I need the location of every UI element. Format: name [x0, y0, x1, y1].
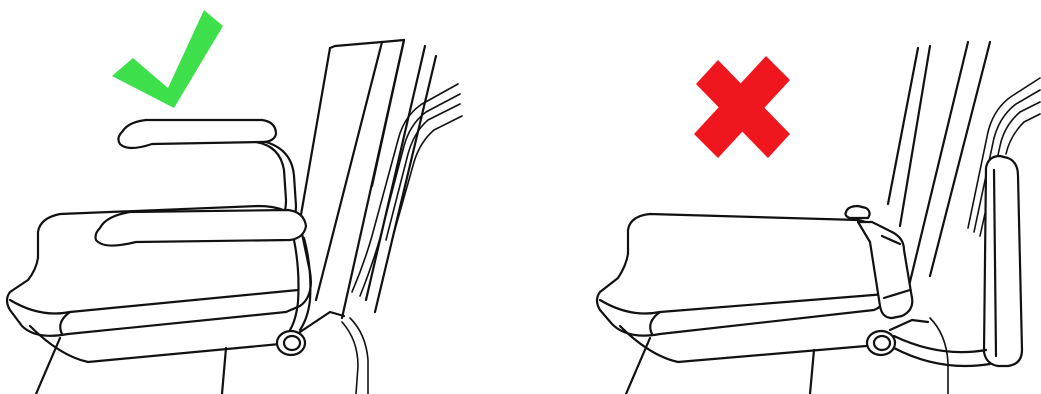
armrest-pad-lowered	[984, 156, 1022, 366]
cross-mark-icon	[694, 56, 790, 158]
armrest-arm	[894, 336, 990, 366]
seat-base	[30, 326, 280, 394]
check-mark-icon	[112, 10, 223, 108]
armrest-pivot-knob	[277, 312, 344, 355]
seat-cushion	[597, 214, 888, 336]
seat-base	[620, 326, 866, 394]
panel-correct	[7, 10, 462, 394]
panel-incorrect	[597, 42, 1040, 394]
